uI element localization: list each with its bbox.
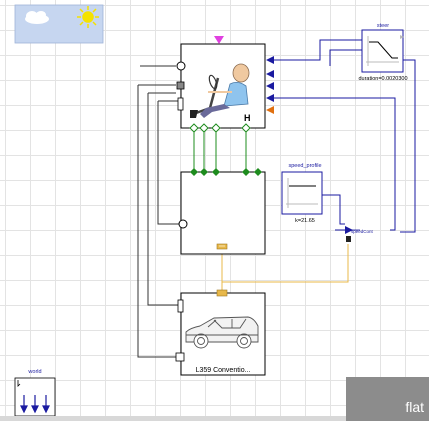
driver-block[interactable]: H [176, 36, 274, 133]
powertrain-block[interactable] [178, 168, 266, 255]
chassis-port-left[interactable] [177, 299, 184, 313]
powertrain-top-ports[interactable] [190, 168, 262, 176]
gravity-arrows-icon [20, 395, 50, 414]
driver-output-arrow[interactable] [266, 106, 274, 114]
chassis-block[interactable]: L359 Conventio... [175, 289, 266, 376]
driver-icon [190, 63, 250, 118]
speed-controller-block[interactable]: speedCont [345, 226, 374, 242]
driver-port-left[interactable] [176, 61, 186, 71]
driver-port-left-2[interactable] [176, 81, 185, 90]
speed-profile-param: k=21.65 [295, 218, 315, 224]
speed-controller-port[interactable] [346, 236, 351, 242]
road-block[interactable]: flat [0, 377, 429, 421]
speed-profile-block[interactable]: speed_profile k=21.65 [281, 163, 323, 224]
world-block[interactable]: world [14, 369, 56, 417]
chassis-label: L359 Conventio... [196, 367, 251, 374]
speed-controller-label: speedCont [351, 229, 374, 234]
gear-indicator: H [244, 113, 251, 123]
road-label: flat [405, 399, 424, 415]
powertrain-port-left[interactable] [178, 219, 188, 229]
chassis-port-frame[interactable] [175, 352, 185, 362]
steer-title: steer [377, 23, 389, 29]
world-label: world [27, 369, 41, 375]
chassis-top-port[interactable] [216, 289, 228, 297]
driver-port-left-3[interactable] [177, 97, 184, 111]
steer-block[interactable]: steer duration=0.0020300 [358, 23, 407, 82]
car-icon [185, 316, 259, 349]
driver-mech-ports[interactable] [189, 123, 251, 133]
powertrain-bottom-port[interactable] [216, 243, 228, 250]
ramp-icon [366, 36, 399, 66]
steer-param: duration=0.0020300 [358, 76, 407, 82]
driver-input-port[interactable] [214, 36, 224, 44]
step-icon [286, 178, 318, 208]
driver-input-arrows[interactable] [266, 56, 274, 102]
cloud-sun-icon[interactable] [14, 4, 104, 44]
connection-wires [137, 39, 416, 358]
speed-profile-title: speed_profile [288, 163, 321, 169]
